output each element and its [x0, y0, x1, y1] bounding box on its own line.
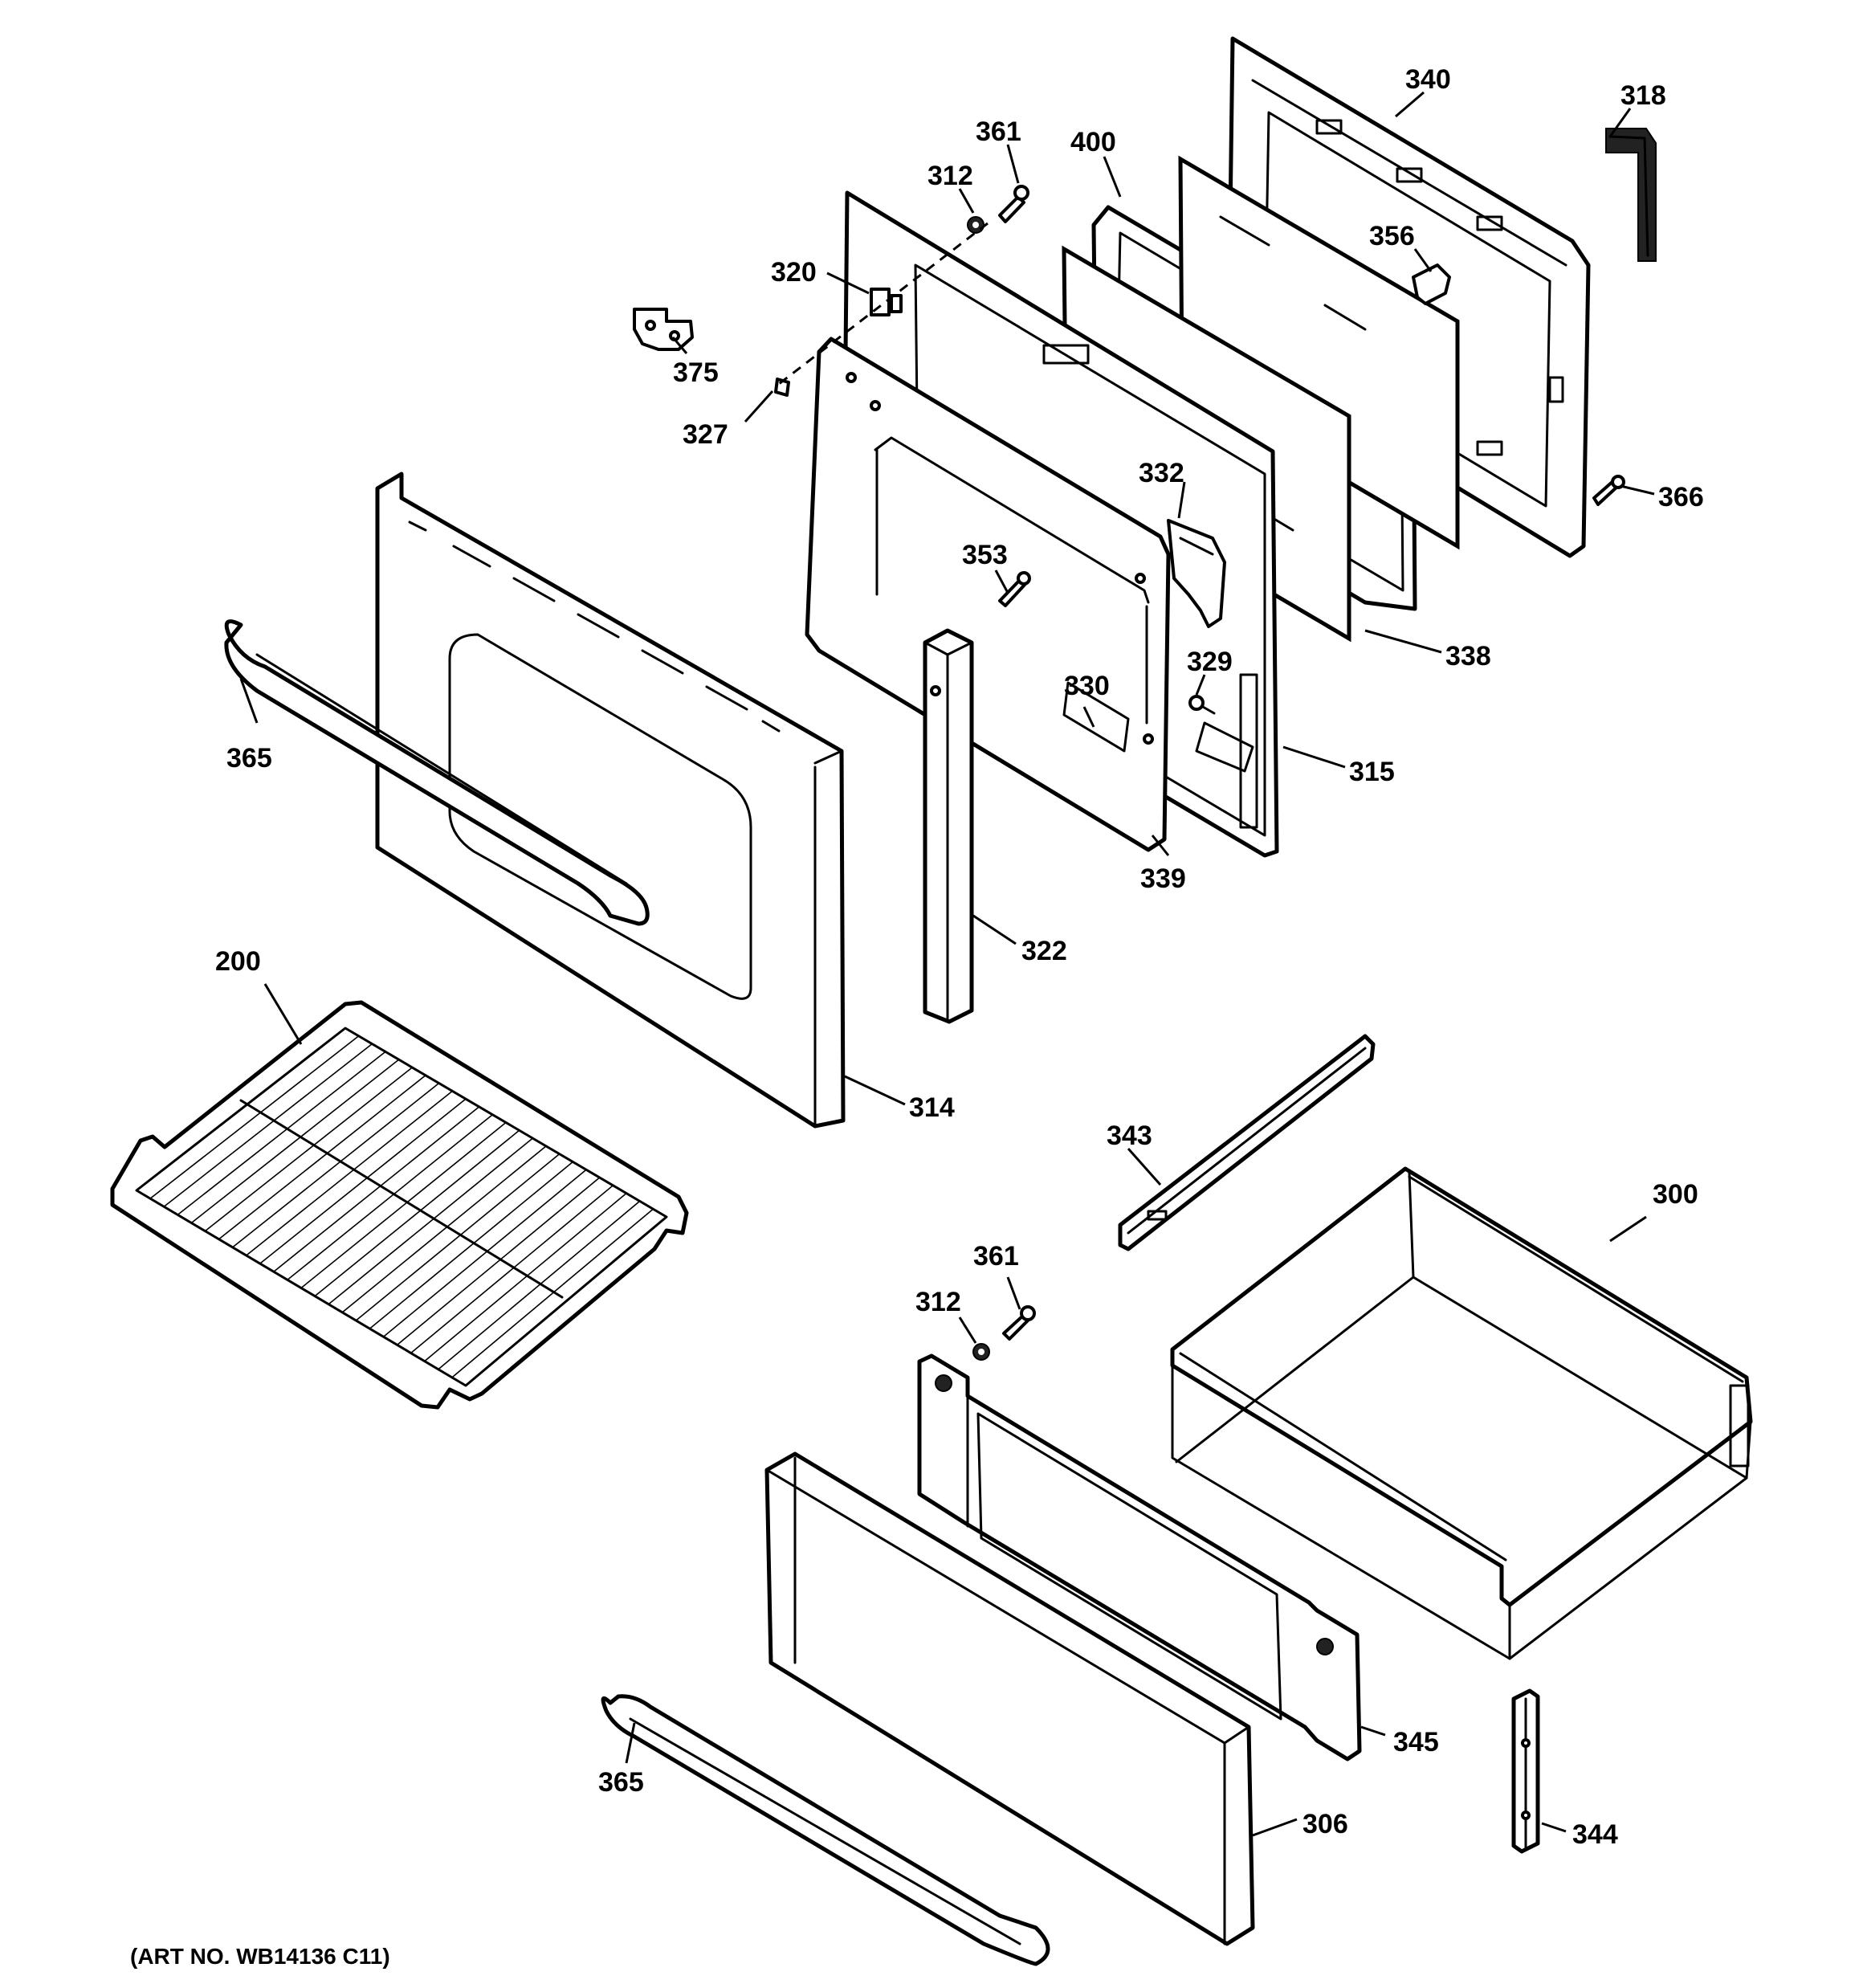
rack-wire	[451, 1208, 654, 1378]
part-318-door-gasket	[1605, 128, 1657, 262]
rack-wire	[438, 1200, 641, 1370]
part-366-screw	[1592, 475, 1625, 506]
callout-labels: 340 318 361 400 312 356 320 375 327 332 …	[215, 64, 1704, 1850]
callout-315: 315	[1349, 757, 1395, 787]
callout-300: 300	[1653, 1179, 1698, 1210]
rack-wire	[328, 1137, 533, 1305]
callout-365: 365	[226, 743, 272, 774]
rack-wire	[397, 1177, 601, 1345]
rack-wire	[382, 1169, 587, 1337]
callout-338: 338	[1445, 641, 1491, 672]
callout-320: 320	[771, 257, 817, 288]
part-327-clip	[774, 378, 790, 397]
part-353-screw	[998, 571, 1031, 607]
rack-wire	[341, 1145, 547, 1313]
callout-365-lower: 365	[598, 1767, 644, 1798]
rack-wire	[369, 1161, 573, 1329]
part-329-screw	[1188, 695, 1216, 715]
callout-329: 329	[1187, 647, 1233, 677]
rack-wire	[190, 1059, 400, 1224]
part-312-washer-upper	[967, 216, 984, 234]
callout-312-lower: 312	[915, 1287, 961, 1317]
part-365-drawer-handle	[601, 1694, 1050, 1966]
rack-wire-grid	[149, 1035, 654, 1378]
callout-361: 361	[976, 116, 1021, 147]
rack-wire	[177, 1051, 386, 1216]
callout-306: 306	[1302, 1809, 1348, 1839]
rack-wire	[355, 1153, 561, 1321]
rack-wire	[287, 1114, 493, 1280]
rack-wire	[259, 1098, 467, 1264]
rack-wire	[232, 1082, 440, 1248]
part-300-warming-drawer	[1170, 1166, 1753, 1660]
part-312-washer-lower	[972, 1343, 990, 1361]
part-375-bracket	[633, 308, 694, 351]
rack-wire	[163, 1043, 373, 1207]
art-number: (ART NO. WB14136 C11)	[130, 1944, 390, 1969]
rack-wire	[149, 1035, 360, 1199]
callout-327: 327	[683, 419, 728, 450]
callout-340: 340	[1405, 64, 1451, 95]
callout-353: 353	[962, 540, 1008, 570]
rack-wire	[424, 1193, 627, 1362]
callout-318: 318	[1620, 80, 1666, 111]
rack-wire	[300, 1121, 507, 1289]
callout-312: 312	[927, 161, 973, 191]
part-343-drawer-slide	[1118, 1034, 1376, 1251]
part-322-vent-duct	[923, 628, 974, 1024]
callout-400: 400	[1070, 127, 1116, 157]
assembly-axis-upper	[778, 222, 989, 386]
rack-wire	[218, 1075, 426, 1240]
part-200-oven-rack	[110, 1000, 689, 1410]
callout-345: 345	[1393, 1727, 1439, 1757]
rack-wire	[246, 1090, 453, 1256]
rack-wire	[314, 1129, 520, 1297]
callout-332: 332	[1139, 458, 1184, 488]
rack-wire	[410, 1185, 614, 1354]
callout-366: 366	[1658, 482, 1704, 512]
part-345-drawer-inner-front	[917, 1353, 1362, 1761]
callout-314: 314	[909, 1092, 955, 1123]
callout-330: 330	[1064, 671, 1110, 701]
callout-339: 339	[1140, 863, 1186, 894]
callout-343: 343	[1107, 1121, 1152, 1151]
callout-361-lower: 361	[973, 1241, 1019, 1272]
part-332-insulation	[1167, 519, 1226, 628]
part-306-drawer-front-panel	[764, 1451, 1255, 1946]
vent-slots	[408, 520, 781, 733]
part-365-oven-handle	[224, 619, 650, 926]
callout-375: 375	[673, 357, 719, 388]
part-314-outer-door-panel	[375, 471, 846, 1129]
leader-lines	[239, 91, 1655, 1837]
rack-wire	[273, 1106, 480, 1272]
part-344-drawer-slide-small	[1511, 1688, 1540, 1854]
part-339-door-inner-panel	[805, 337, 1171, 852]
part-361-screw-upper	[998, 185, 1029, 223]
part-356-clip	[1412, 263, 1451, 305]
part-361-screw-lower	[1002, 1305, 1036, 1341]
callout-322: 322	[1021, 936, 1067, 966]
rack-wire	[204, 1067, 413, 1232]
callout-344: 344	[1572, 1819, 1618, 1850]
callout-200: 200	[215, 946, 261, 977]
callout-356: 356	[1369, 221, 1415, 251]
